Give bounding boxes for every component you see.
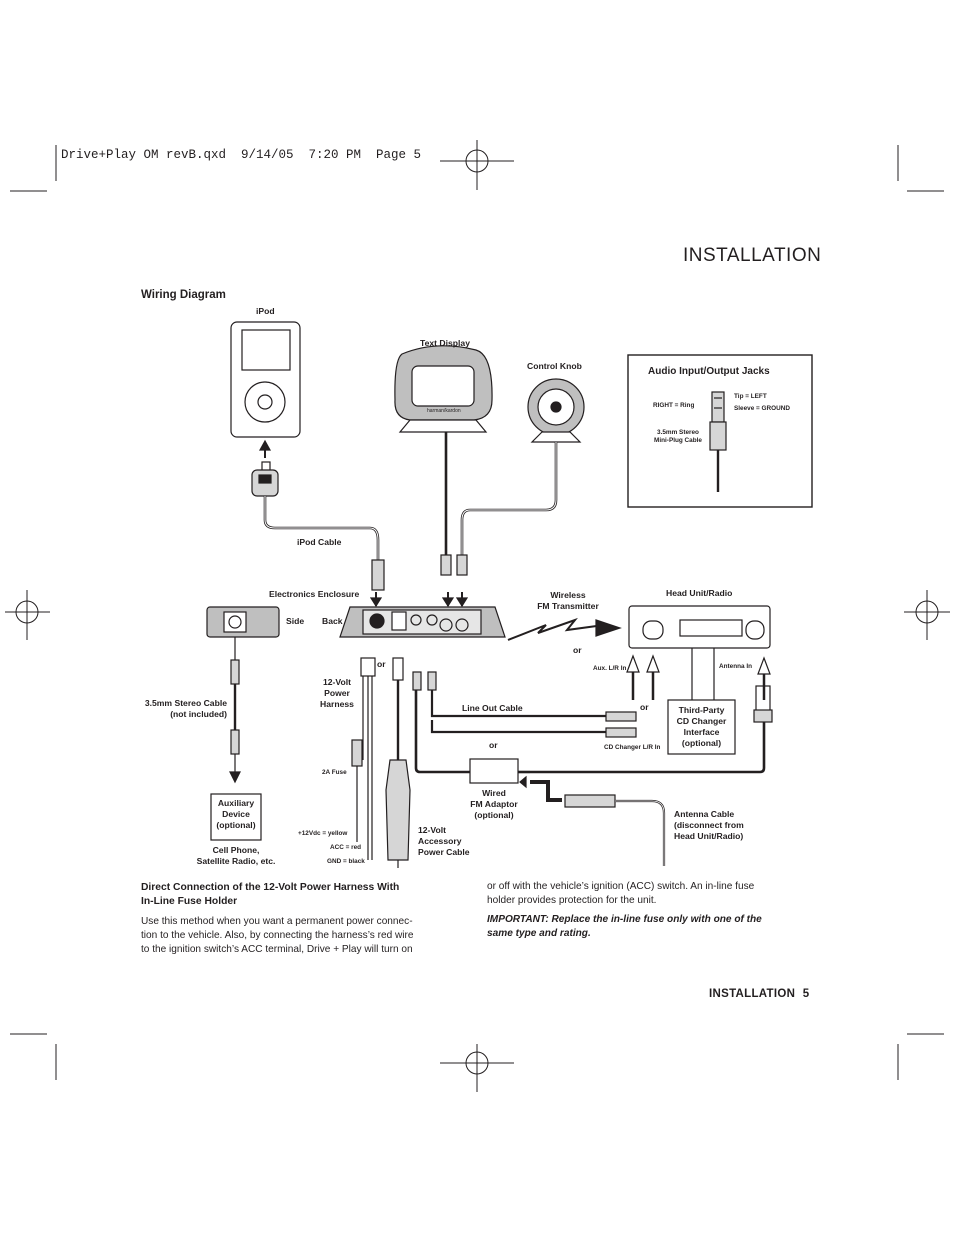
right-paragraph: or off with the vehicle’s ignition (ACC)…	[487, 881, 755, 906]
page-footer: INSTALLATION 5	[709, 988, 809, 1000]
enclosure-back-view	[339, 606, 506, 638]
label-cell-phone: Cell Phone,Satellite Radio, etc.	[196, 845, 276, 866]
label-or-wireless: or	[573, 645, 582, 655]
ipod-device	[230, 321, 301, 438]
label-or-wired: or	[489, 740, 498, 750]
label-cd-changer-in: CD Changer L/R In	[604, 744, 661, 751]
label-electronics-enclosure: Electronics Enclosure	[269, 589, 360, 599]
label-side: Side	[286, 616, 305, 626]
jacks-box-title: Audio Input/Output Jacks	[648, 366, 770, 377]
label-text-display: Text Display	[420, 338, 470, 348]
enclosure-side-view	[206, 606, 280, 638]
control-knob-device	[527, 378, 585, 443]
label-display-brand: harman/kardon	[427, 408, 461, 414]
page-number: 5	[802, 988, 810, 1000]
head-unit-radio	[628, 605, 771, 700]
label-12v-yellow: +12Vdc = yellow	[298, 830, 348, 837]
label-line-out-cable: Line Out Cable	[462, 703, 523, 713]
label-or-harness: or	[377, 659, 386, 669]
label-ipod: iPod	[256, 306, 275, 316]
label-antenna-in: Antenna In	[719, 663, 753, 670]
text-display-device	[394, 345, 493, 433]
label-gnd-black: GND = black	[327, 858, 365, 865]
label-2a-fuse: 2A Fuse	[322, 769, 347, 776]
label-aux-lr-in: Aux. L/R In	[593, 665, 627, 672]
section-title: INSTALLATION	[683, 245, 822, 266]
label-or-lineout: or	[640, 702, 649, 712]
label-acc-red: ACC = red	[330, 844, 362, 851]
label-head-unit: Head Unit/Radio	[666, 588, 733, 598]
label-back: Back	[322, 616, 343, 626]
footer-label: INSTALLATION	[709, 988, 796, 1000]
label-right-ring: RIGHT = Ring	[653, 402, 695, 409]
ipod-dock-connector	[251, 461, 279, 497]
section-heading: Direct Connection of the 12-Volt Power H…	[141, 882, 400, 907]
label-tip-left: Tip = LEFT	[734, 393, 767, 400]
important-note: IMPORTANT: Replace the in-line fuse only…	[487, 914, 762, 939]
wiring-diagram-title: Wiring Diagram	[141, 289, 226, 301]
left-paragraph: Use this method when you want a permanen…	[141, 916, 414, 955]
label-ipod-cable: iPod Cable	[297, 537, 342, 547]
label-sleeve-ground: Sleeve = GROUND	[734, 405, 790, 412]
label-control-knob: Control Knob	[527, 361, 582, 371]
label-stereo-cable: 3.5mm Stereo Cable(not included)	[144, 698, 227, 719]
file-slug: Drive+Play OM revB.qxd 9/14/05 7:20 PM P…	[61, 148, 422, 162]
